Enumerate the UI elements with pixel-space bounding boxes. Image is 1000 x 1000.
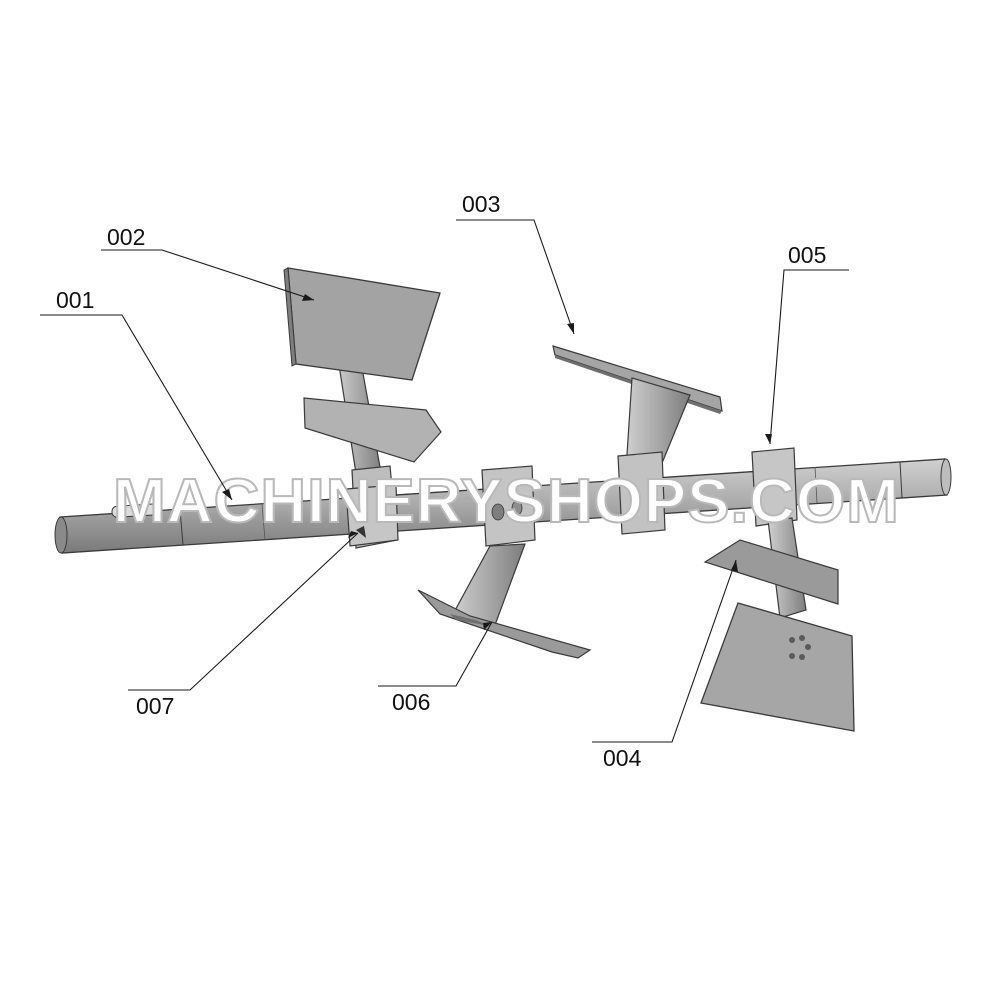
leader-001 [40, 314, 233, 501]
left-clamp-collar [345, 484, 399, 547]
center-blade-assembly [417, 465, 592, 659]
upper-right-blade-assembly [552, 345, 723, 535]
callout-002: 002 [107, 224, 145, 250]
callout-005: 005 [788, 242, 826, 268]
leader-005 [769, 269, 849, 445]
leader-003 [456, 219, 575, 335]
bolt-hole-pattern [789, 635, 811, 660]
leader-arrowheads [222, 294, 772, 630]
callout-001: 001 [56, 287, 94, 313]
callout-004: 004 [603, 745, 642, 771]
leader-007 [128, 532, 359, 691]
callout-006: 006 [392, 689, 430, 715]
leader-006 [378, 621, 493, 687]
leader-004 [592, 559, 737, 743]
callout-007: 007 [136, 693, 174, 719]
leader-lines [40, 219, 849, 743]
leader-002 [101, 249, 315, 301]
callout-003: 003 [462, 191, 500, 217]
right-blade-assembly [700, 447, 855, 732]
watermark: MACHINERYSHOPS.COM [113, 467, 900, 536]
callout-labels: 001 002 003 005 007 006 004 [56, 191, 826, 771]
